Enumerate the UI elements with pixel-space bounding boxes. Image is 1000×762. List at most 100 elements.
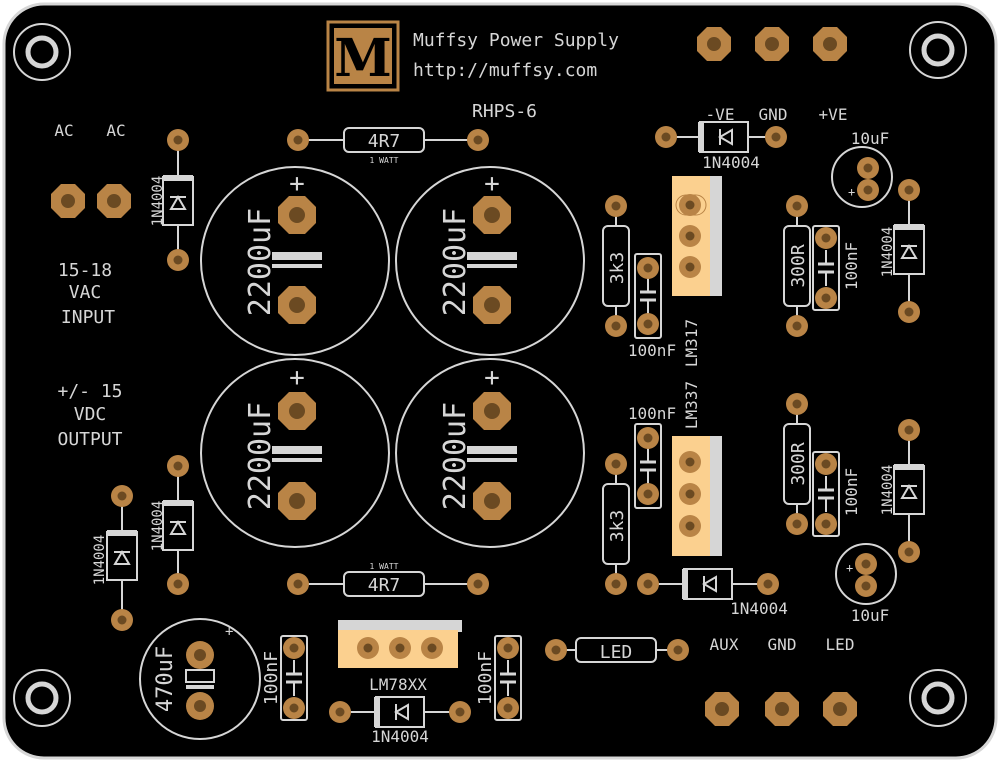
board-title: Muffsy Power Supply <box>413 30 619 51</box>
led: LED <box>545 637 689 663</box>
cap-100nf-78xx-right: 100nF <box>475 634 523 722</box>
label-input-2: VAC <box>69 282 102 303</box>
cap-100nf-lm337: 100nF <box>628 404 676 510</box>
terminal-ac-2 <box>97 184 131 218</box>
label-output-3: OUTPUT <box>57 429 122 450</box>
diode-d2-label: 1N4004 <box>150 501 166 552</box>
cap-100nf-lm337-label: 100nF <box>628 404 676 423</box>
regulator-lm317: LM317 <box>672 176 722 367</box>
diode-d3: 1N4004 <box>92 485 138 631</box>
diode-d3-label: 1N4004 <box>92 535 108 586</box>
cap-2200uf-3: + 2200uF <box>200 358 390 548</box>
cap-470uf: + 470uF <box>139 618 261 740</box>
cap-100nf-300r-top: 100nF <box>811 224 861 312</box>
resistor-4r7-top-label: 4R7 <box>368 131 401 152</box>
resistor-3k3-bottom: 3k3 <box>602 453 630 595</box>
resistor-4r7-bottom: 4R7 1 WATT <box>287 562 489 597</box>
cap-100nf-78xx-left-label: 100nF <box>261 651 282 705</box>
cap-2200uf-3-label: 2200uF <box>243 402 278 510</box>
cap-470uf-label: 470uF <box>153 646 178 712</box>
board-url: http://muffsy.com <box>413 60 597 81</box>
cap-100nf-300r-top-label: 100nF <box>842 242 861 290</box>
resistor-3k3-bottom-label: 3k3 <box>607 510 628 543</box>
label-led-terminal: LED <box>826 635 855 654</box>
diode-right-top-label: 1N4004 <box>880 227 896 278</box>
cap-10uf-bottom: + 10uF <box>835 543 897 625</box>
regulator-lm337-label: LM337 <box>682 381 701 429</box>
cap-100nf-lm317: 100nF <box>628 252 676 360</box>
cap-10uf-top: + 10uF <box>831 129 893 208</box>
diode-right-bottom: 1N4004 <box>880 419 925 563</box>
diode-d1: 1N4004 <box>150 129 194 271</box>
cap-100nf-300r-bottom: 100nF <box>811 450 861 538</box>
diode-neg-ve-label: 1N4004 <box>702 153 760 172</box>
label-pos-ve: +VE <box>819 105 848 124</box>
resistor-4r7-bottom-label: 4R7 <box>368 575 401 596</box>
label-ac-2: AC <box>106 121 125 140</box>
label-ac-1: AC <box>54 121 73 140</box>
diode-bottom-center-label: 1N4004 <box>371 727 429 746</box>
cap-100nf-78xx-left: 100nF <box>261 634 309 722</box>
terminal-pos-ve <box>813 27 847 61</box>
regulator-lm337: LM337 <box>672 381 722 556</box>
diode-d2: 1N4004 <box>150 455 194 595</box>
diode-neg-ve: 1N4004 <box>655 121 787 172</box>
terminal-gnd-bottom <box>765 692 799 726</box>
terminal-ac-1 <box>51 184 85 218</box>
label-gnd-top: GND <box>759 105 788 124</box>
resistor-4r7-bottom-note: 1 WATT <box>370 562 399 571</box>
cap-2200uf-2-label: 2200uF <box>438 208 473 316</box>
cap-2200uf-4-plus: + <box>484 363 500 393</box>
cap-2200uf-2: + 2200uF <box>395 166 585 356</box>
cap-2200uf-2-plus: + <box>484 169 500 199</box>
label-output-2: VDC <box>74 404 107 425</box>
cap-100nf-78xx-right-label: 100nF <box>475 651 496 705</box>
muffsy-logo: M <box>326 20 400 92</box>
resistor-4r7-top-note: 1 WATT <box>370 156 399 165</box>
cap-100nf-300r-bottom-label: 100nF <box>842 468 861 516</box>
cap-2200uf-1: + 2200uF <box>200 166 390 356</box>
label-input-1: 15-18 <box>58 260 112 281</box>
cap-2200uf-4-label: 2200uF <box>438 402 473 510</box>
label-neg-ve: -VE <box>706 105 735 124</box>
resistor-300r-bottom-label: 300R <box>788 442 809 486</box>
cap-2200uf-4: + 2200uF <box>395 358 585 548</box>
resistor-4r7-top: 4R7 1 WATT <box>287 127 489 165</box>
cap-10uf-bottom-label: 10uF <box>851 606 890 625</box>
board-model: RHPS-6 <box>472 101 537 122</box>
diode-right-top: 1N4004 <box>880 179 925 323</box>
cap-2200uf-3-plus: + <box>289 363 305 393</box>
terminal-led <box>823 692 857 726</box>
regulator-lm78xx-label: LM78XX <box>369 675 427 694</box>
cap-100nf-lm317-label: 100nF <box>628 341 676 360</box>
terminal-neg-ve <box>697 27 731 61</box>
label-output-1: +/- 15 <box>57 381 122 402</box>
cap-10uf-top-label: 10uF <box>851 129 890 148</box>
logo-letter: M <box>334 28 392 89</box>
regulator-lm78xx: LM78XX <box>338 620 462 694</box>
cap-2200uf-1-label: 2200uF <box>243 208 278 316</box>
diode-right-bottom-label: 1N4004 <box>880 465 896 516</box>
resistor-3k3-top-label: 3k3 <box>607 252 628 285</box>
label-aux: AUX <box>710 635 739 654</box>
diode-bottom-right-label: 1N4004 <box>730 599 788 618</box>
diode-d1-label: 1N4004 <box>150 176 166 227</box>
resistor-300r-top: 300R <box>783 195 811 337</box>
resistor-300r-bottom: 300R <box>783 393 811 535</box>
led-label: LED <box>600 642 633 663</box>
diode-bottom-center: 1N4004 <box>329 696 471 746</box>
diode-bottom-right: 1N4004 <box>637 568 788 618</box>
label-gnd-bottom: GND <box>768 635 797 654</box>
resistor-300r-top-label: 300R <box>788 244 809 288</box>
resistor-3k3-top: 3k3 <box>602 195 630 337</box>
cap-10uf-bottom-plus: + <box>846 561 853 575</box>
label-input-3: INPUT <box>61 307 115 328</box>
cap-470uf-plus: + <box>225 624 233 640</box>
terminal-aux <box>705 692 739 726</box>
cap-10uf-top-plus: + <box>848 185 855 199</box>
terminal-gnd-top <box>755 27 789 61</box>
regulator-lm317-label: LM317 <box>682 319 701 367</box>
cap-2200uf-1-plus: + <box>289 169 305 199</box>
